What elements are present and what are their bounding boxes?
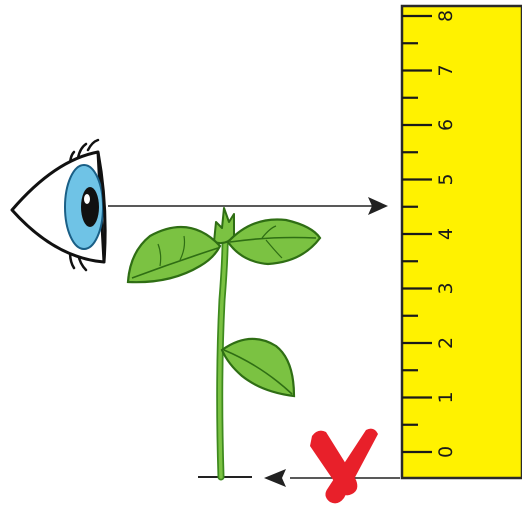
ruler-label-1: 1 bbox=[435, 391, 457, 403]
pupil bbox=[81, 187, 99, 227]
ruler-label-2: 2 bbox=[435, 337, 457, 349]
ruler-label-5: 5 bbox=[435, 173, 457, 185]
plant bbox=[128, 208, 320, 477]
eye-icon bbox=[12, 140, 105, 270]
ruler-label-0: 0 bbox=[435, 446, 457, 458]
ruler-label-3: 3 bbox=[435, 282, 457, 294]
leaf-upper-right bbox=[228, 219, 320, 264]
ruler-label-6: 6 bbox=[435, 119, 457, 131]
ruler-label-8: 8 bbox=[435, 10, 457, 22]
sight-line-arrow bbox=[108, 197, 388, 215]
ruler: 0 1 2 3 4 5 6 7 8 bbox=[402, 6, 522, 478]
ruler-label-7: 7 bbox=[435, 64, 457, 76]
red-cross-icon bbox=[310, 429, 378, 504]
ruler-label-4: 4 bbox=[435, 228, 457, 240]
ruler-body bbox=[402, 6, 522, 478]
